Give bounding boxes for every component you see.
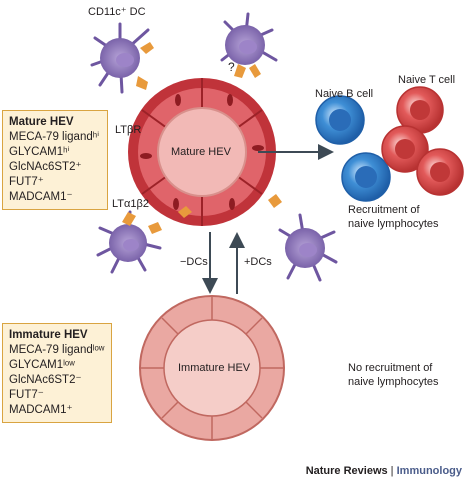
journal-section: Immunology xyxy=(396,465,462,477)
immature-marker-2: GLYCAM1ˡᵒʷ xyxy=(9,359,75,371)
naive-t-cells xyxy=(381,86,464,196)
dendritic-cell-top-left xyxy=(90,22,154,94)
immature-marker-4: FUT7⁻ xyxy=(9,389,44,401)
immature-marker-5: MADCAM1⁺ xyxy=(9,404,73,416)
naive-t-cell-label: Naive T cell xyxy=(398,74,456,86)
journal-footer: Nature Reviews | Immunology xyxy=(306,465,462,477)
no-recruitment-label-line2: naive lymphocytes xyxy=(348,376,439,388)
mature-marker-5: MADCAM1⁻ xyxy=(9,191,73,203)
dendritic-cell-top-right xyxy=(220,12,278,78)
question-mark-label: ? xyxy=(228,60,235,74)
recruitment-label-line2: naive lymphocytes xyxy=(348,218,439,230)
immature-marker-1: MECA-79 ligandˡᵒʷ xyxy=(9,344,105,356)
immature-hev-label: Immature HEV xyxy=(178,362,251,374)
mature-hev-markers-box: Mature HEV MECA-79 ligandʰⁱ GLYCAM1ʰⁱ Gl… xyxy=(2,110,108,210)
no-recruitment-label-line1: No recruitment of xyxy=(348,362,433,374)
mature-hev xyxy=(128,78,276,226)
footer-separator: | xyxy=(387,465,397,477)
naive-b-cells xyxy=(315,95,391,202)
immature-hev-markers-box: Immature HEV MECA-79 ligandˡᵒʷ GLYCAM1ˡᵒ… xyxy=(2,323,112,423)
recruitment-label-line1: Recruitment of xyxy=(348,204,420,216)
minus-dcs-label: −DCs xyxy=(180,256,208,268)
lta1b2-label: LTα1β2 xyxy=(112,198,149,210)
mature-marker-2: GLYCAM1ʰⁱ xyxy=(9,146,70,158)
immature-marker-3: GlcNAc6ST2⁻ xyxy=(9,374,82,386)
mature-marker-3: GlcNAc6ST2⁺ xyxy=(9,161,82,173)
plus-dcs-label: +DCs xyxy=(244,256,272,268)
immature-hev xyxy=(139,295,285,441)
dc-label: CD11c⁺ DC xyxy=(88,6,146,18)
mature-box-title: Mature HEV xyxy=(9,116,74,128)
immature-box-title: Immature HEV xyxy=(9,329,88,341)
dendritic-cell-bottom-right xyxy=(268,194,338,282)
dendritic-cell-bottom-left xyxy=(96,206,192,274)
naive-b-cell-label: Naive B cell xyxy=(315,88,374,100)
ltbr-label: LTβR xyxy=(115,124,142,136)
mature-hev-label: Mature HEV xyxy=(171,146,231,158)
mature-marker-4: FUT7⁺ xyxy=(9,176,44,188)
mature-marker-1: MECA-79 ligandʰⁱ xyxy=(9,131,100,143)
journal-name: Nature Reviews xyxy=(305,465,388,477)
